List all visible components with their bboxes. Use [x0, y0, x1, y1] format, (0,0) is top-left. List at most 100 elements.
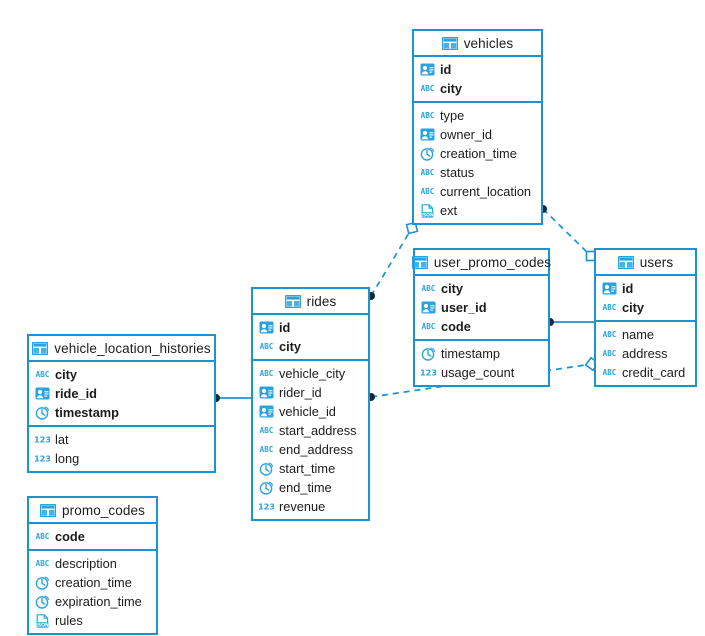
abc-icon: ABC: [420, 166, 435, 180]
abc-icon: ABC: [420, 185, 435, 199]
123-icon: 123: [259, 500, 274, 514]
entity-header[interactable]: vehicles: [414, 31, 541, 57]
field-label: timestamp: [55, 405, 120, 420]
field-label: ride_id: [55, 386, 97, 401]
entity-title: vehicle_location_histories: [54, 340, 211, 356]
entity-header[interactable]: rides: [253, 289, 368, 315]
field-label: id: [440, 62, 452, 77]
field-row: ABC city: [253, 337, 368, 356]
svg-text:ABC: ABC: [603, 303, 617, 312]
abc-icon: ABC: [421, 320, 436, 334]
column-section: timestamp 123 usage_count: [415, 339, 548, 385]
field-row: creation_time: [29, 573, 156, 592]
clock-icon: [35, 406, 50, 420]
svg-text:ABC: ABC: [603, 368, 617, 377]
table-icon: [32, 341, 49, 355]
entity-header[interactable]: promo_codes: [29, 498, 156, 524]
field-label: vehicle_city: [279, 366, 346, 381]
svg-text:JSON: JSON: [35, 622, 49, 628]
field-row: rider_id: [253, 383, 368, 402]
field-label: current_location: [440, 184, 532, 199]
svg-text:ABC: ABC: [260, 369, 274, 378]
table-icon: [40, 503, 57, 517]
clock-icon: [35, 595, 50, 609]
field-row: expiration_time: [29, 592, 156, 611]
field-row: 123 usage_count: [415, 363, 548, 382]
abc-icon: ABC: [421, 282, 436, 296]
abc-icon: ABC: [259, 443, 274, 457]
entity-header[interactable]: users: [596, 250, 695, 276]
svg-text:ABC: ABC: [421, 84, 435, 93]
abc-icon: ABC: [35, 530, 50, 544]
123-icon: 123: [35, 433, 50, 447]
svg-text:ABC: ABC: [36, 559, 50, 568]
clock-icon: [420, 147, 435, 161]
field-row: ABC description: [29, 554, 156, 573]
key-person-icon: [602, 282, 617, 296]
field-label: start_time: [279, 461, 336, 476]
abc-icon: ABC: [420, 82, 435, 96]
json-icon: JSON: [420, 203, 435, 218]
field-row: timestamp: [415, 344, 548, 363]
entity-header[interactable]: user_promo_codes: [411, 250, 552, 276]
svg-text:ABC: ABC: [421, 187, 435, 196]
json-icon: JSON: [35, 613, 50, 628]
field-label: address: [622, 346, 668, 361]
123-icon: 123: [421, 366, 436, 380]
key-person-icon: [259, 386, 274, 400]
entity-title: promo_codes: [62, 502, 145, 518]
svg-text:JSON: JSON: [420, 212, 434, 218]
entity-title: user_promo_codes: [433, 254, 552, 270]
field-label: description: [55, 556, 117, 571]
field-row: owner_id: [414, 125, 541, 144]
svg-text:ABC: ABC: [260, 445, 274, 454]
svg-text:ABC: ABC: [421, 111, 435, 120]
abc-icon: ABC: [259, 424, 274, 438]
abc-icon: ABC: [259, 340, 274, 354]
field-row: id: [414, 60, 541, 79]
svg-text:ABC: ABC: [260, 342, 274, 351]
svg-text:ABC: ABC: [260, 426, 274, 435]
field-label: usage_count: [441, 365, 515, 380]
field-row: user_id: [415, 298, 548, 317]
field-row: start_time: [253, 459, 368, 478]
field-row: ride_id: [29, 384, 214, 403]
field-label: creation_time: [440, 146, 517, 161]
field-label: end_time: [279, 480, 332, 495]
field-label: owner_id: [440, 127, 492, 142]
field-label: creation_time: [55, 575, 132, 590]
field-label: status: [440, 165, 475, 180]
field-label: city: [279, 339, 302, 354]
clock-icon: [421, 347, 436, 361]
key-person-icon: [420, 63, 435, 77]
key-person-icon: [420, 128, 435, 142]
svg-text:123: 123: [35, 453, 50, 463]
clock-icon: [259, 462, 274, 476]
field-row: timestamp: [29, 403, 214, 422]
entity-header[interactable]: vehicle_location_histories: [29, 336, 214, 362]
field-label: city: [55, 367, 78, 382]
field-label: city: [622, 300, 645, 315]
relationship-rel-rides-vehicles: [367, 221, 419, 300]
field-label: id: [279, 320, 291, 335]
